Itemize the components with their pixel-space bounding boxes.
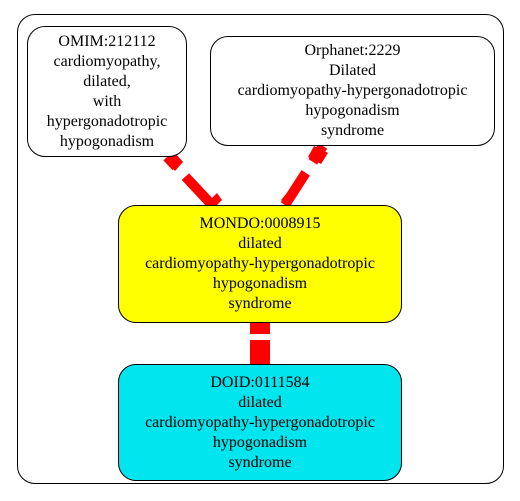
node-doid-label-line: cardiomyopathy-hypergonadotropic bbox=[145, 413, 375, 431]
node-omim-label-line: hypergonadotropic bbox=[46, 112, 168, 130]
edge-omim-mondo-end-head bbox=[168, 154, 183, 171]
node-orphanet-label-line: Dilated bbox=[328, 62, 377, 79]
edge-mondo-doid-bottom-segment bbox=[250, 340, 270, 364]
node-omim-label-line: with bbox=[92, 92, 122, 110]
edge-omim-mondo bbox=[163, 153, 222, 210]
edge-orphanet-mondo-gap bbox=[300, 158, 319, 177]
node-mondo: MONDO:0008915 dilated cardiomyopathy-hyp… bbox=[118, 205, 402, 323]
node-orphanet-id: Orphanet:2229 bbox=[304, 42, 401, 59]
node-orphanet: Orphanet:2229 Dilated cardiomyopathy-hyp… bbox=[210, 36, 495, 146]
node-orphanet-label-line: syndrome bbox=[320, 122, 385, 139]
node-mondo-label-line: cardiomyopathy-hypergonadotropic bbox=[145, 255, 375, 272]
node-mondo-label-line: hypogonadism bbox=[212, 275, 308, 292]
node-doid: DOID:0111584 dilated cardiomyopathy-hype… bbox=[118, 364, 402, 481]
node-orphanet-label-line: cardiomyopathy-hypergonadotropic bbox=[237, 82, 468, 99]
cluster-boundary bbox=[17, 14, 504, 484]
edge-omim-mondo-gap bbox=[171, 162, 190, 182]
node-orphanet-label-line: hypogonadism bbox=[305, 102, 400, 119]
edge-orphanet-mondo bbox=[280, 143, 328, 208]
node-omim: OMIM:212112 cardiomyopathy, dilated, wit… bbox=[27, 26, 187, 157]
node-doid-label-line: hypogonadism bbox=[212, 433, 308, 451]
node-omim-label-line: hypogonadism bbox=[59, 132, 155, 150]
node-doid-id: DOID:0111584 bbox=[210, 373, 310, 391]
node-mondo-label-line: dilated bbox=[238, 235, 282, 252]
node-doid-label-line: dilated bbox=[238, 393, 282, 411]
edge-mondo-doid bbox=[250, 318, 270, 364]
node-mondo-id: MONDO:0008915 bbox=[199, 215, 321, 232]
node-omim-label-line: cardiomyopathy, bbox=[53, 52, 161, 70]
node-omim-id: OMIM:212112 bbox=[58, 32, 156, 50]
edge-orphanet-mondo-end-head bbox=[308, 146, 328, 164]
edge-orphanet-mondo-start-head bbox=[281, 188, 298, 206]
node-mondo-label-line: syndrome bbox=[228, 295, 292, 312]
node-doid-label-line: syndrome bbox=[228, 453, 292, 471]
node-omim-label-line: dilated, bbox=[83, 72, 131, 90]
